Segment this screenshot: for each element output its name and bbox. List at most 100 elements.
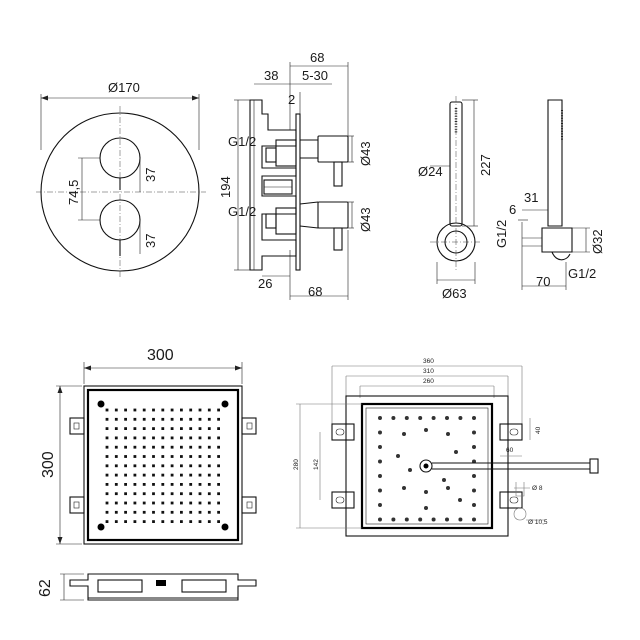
nozzle [189, 501, 193, 505]
nozzle [114, 464, 118, 468]
nozzle [207, 464, 211, 468]
top-68-label: 68 [310, 50, 324, 65]
hole-detail-8 [514, 482, 530, 497]
nozzle [133, 510, 137, 514]
nozzle [198, 483, 202, 486]
nozzle [217, 473, 220, 477]
frame-nozzle [396, 454, 400, 458]
nozzle [170, 473, 174, 477]
frame-nozzle [378, 416, 382, 420]
bottom-26-label: 26 [258, 276, 272, 291]
lug-right-upper [241, 417, 257, 435]
nozzle [161, 408, 165, 412]
nozzle [180, 455, 183, 458]
nozzle [133, 455, 137, 458]
nozzle [170, 427, 174, 430]
bracket-right-bottom [499, 491, 523, 509]
nozzle [180, 473, 183, 477]
frame-nozzle [378, 430, 382, 435]
nozzle [133, 473, 137, 477]
frame-nozzle [458, 498, 462, 502]
nozzle [189, 417, 193, 421]
head-width-label: 300 [147, 347, 174, 364]
lower-knob-dim-label: 37 [143, 234, 158, 248]
nozzle [114, 510, 118, 514]
mixer-side-view: 194 68 38 5-30 2 G1/2 G1/2 Ø43 Ø43 26 68 [218, 50, 373, 300]
nozzle [170, 510, 174, 514]
nozzle [189, 445, 193, 449]
nozzle [198, 464, 202, 468]
lower-valve-body [275, 207, 297, 235]
nozzle [124, 455, 127, 458]
lug-hole-ru [246, 422, 253, 430]
nozzle [217, 501, 220, 505]
nozzle [114, 455, 118, 458]
nozzle [152, 455, 155, 458]
head-depth-label: 62 [37, 579, 54, 597]
nozzle [161, 427, 165, 430]
nozzle [161, 492, 165, 496]
frame-nozzle [472, 445, 476, 449]
nozzle [180, 464, 183, 468]
nozzle [170, 455, 174, 458]
nozzle [124, 483, 127, 486]
nozzle [114, 436, 118, 440]
side-thread-label: G1/2 [494, 220, 509, 248]
shower-head-top-view: 300 300 [40, 347, 257, 545]
nozzle [207, 501, 211, 505]
bracket-right-top [499, 423, 523, 441]
upper-lever-side [333, 161, 343, 187]
nozzle [217, 427, 220, 430]
frame-142-label: 142 [313, 459, 320, 470]
nozzle [142, 492, 146, 496]
frame-outer [345, 395, 509, 537]
frame-nozzle [378, 474, 382, 478]
frame-nozzle [446, 486, 450, 490]
nozzle [170, 492, 174, 496]
side-inlet [156, 580, 166, 586]
nozzle [152, 510, 155, 514]
nozzle [142, 464, 146, 468]
dim-6-label: 6 [509, 202, 516, 217]
frame-nozzle [454, 450, 458, 454]
frame-nozzle [402, 486, 406, 490]
nozzle [152, 417, 155, 421]
nozzle [170, 408, 174, 412]
frame-nozzle [445, 416, 449, 420]
nozzle [198, 501, 202, 505]
nozzle [161, 445, 165, 449]
nozzle [152, 427, 155, 430]
nozzle [142, 408, 146, 412]
nozzle [142, 473, 146, 477]
lower-inlet [265, 213, 277, 229]
nozzle [180, 427, 183, 430]
frame-nozzle [378, 503, 382, 507]
nozzle [124, 445, 127, 449]
nozzle [105, 464, 109, 468]
nozzle [105, 417, 109, 421]
frame-nozzle [424, 506, 428, 510]
head-height-label: 300 [40, 451, 57, 478]
upper-knob-side [317, 135, 349, 163]
frame-outer-outline [331, 366, 523, 430]
nozzle [124, 492, 127, 496]
nozzle [217, 445, 220, 449]
frame-nozzle [378, 459, 382, 464]
nozzle [114, 501, 118, 505]
bracket-slot-rt [509, 428, 519, 436]
frame-nozzle [378, 517, 382, 522]
lower-knob-side [317, 201, 349, 229]
nozzle [142, 510, 146, 514]
corner-screw-bl [97, 523, 105, 531]
nozzle [133, 501, 137, 505]
lower-thread-label: G1/2 [228, 204, 256, 219]
frame-hole-8-label: Ø 8 [532, 485, 543, 492]
hole-detail-10 [513, 507, 546, 521]
nozzle [189, 492, 193, 496]
nozzle [189, 483, 193, 486]
nozzle [198, 417, 202, 421]
nozzle [133, 464, 137, 468]
frame-nozzle [408, 468, 412, 472]
nozzle [105, 473, 109, 477]
installation-frame-view: 360 310 260 280 142 [293, 358, 599, 537]
